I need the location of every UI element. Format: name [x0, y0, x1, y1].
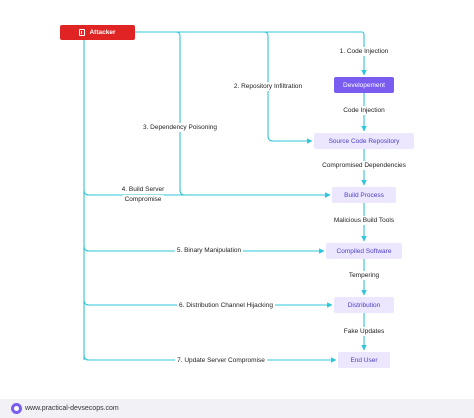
attack-path-5 — [83, 245, 325, 254]
label-attack-7: 7. Update Server Compromise — [175, 356, 267, 365]
node-source-code-repository: Source Code Repository — [314, 133, 414, 149]
node-build-process: Build Process — [332, 187, 396, 203]
label-tempering: Tempering — [346, 271, 382, 280]
label-attack-1: 1. Code Injection — [337, 47, 391, 56]
node-compiled-software: Compiled Software — [326, 243, 402, 259]
attack-path-7 — [83, 354, 337, 363]
label-code-injection: Code Injection — [341, 106, 387, 115]
label-attack-3: 3. Dependency Poisoning — [140, 123, 220, 132]
attacker-label: Attacker — [89, 29, 116, 36]
attacker-node: Attacker — [60, 25, 135, 40]
footer-bar: www.practical-devsecops.com — [0, 399, 474, 418]
node-end-user: End User — [338, 352, 390, 368]
label-attack-4-line1: 4. Build Server — [119, 185, 167, 194]
attacker-top-line — [135, 31, 365, 36]
label-attack-4-line2: Compromise — [122, 195, 164, 204]
attacker-icon — [79, 29, 86, 36]
footer-link[interactable]: www.practical-devsecops.com — [25, 405, 119, 412]
attack-path-3 — [175, 31, 331, 198]
node-developement: Developement — [334, 77, 394, 93]
attack-path-2 — [263, 31, 313, 144]
devsecops-logo-icon — [11, 403, 22, 414]
label-attack-5: 5. Binary Manipulation — [174, 246, 244, 255]
label-attack-6: 6. Distribution Channel Hijacking — [177, 301, 275, 310]
attack-path-4 — [83, 189, 331, 198]
label-malicious-build-tools: Malicious Build Tools — [331, 216, 397, 225]
label-compromised-dependencies: Compromised Dependencies — [320, 161, 408, 170]
attack-path-6 — [83, 299, 333, 308]
label-attack-2: 2. Repository Infiltration — [231, 82, 305, 91]
label-fake-updates: Fake Updates — [341, 327, 387, 336]
node-distribution: Distribution — [334, 297, 394, 313]
